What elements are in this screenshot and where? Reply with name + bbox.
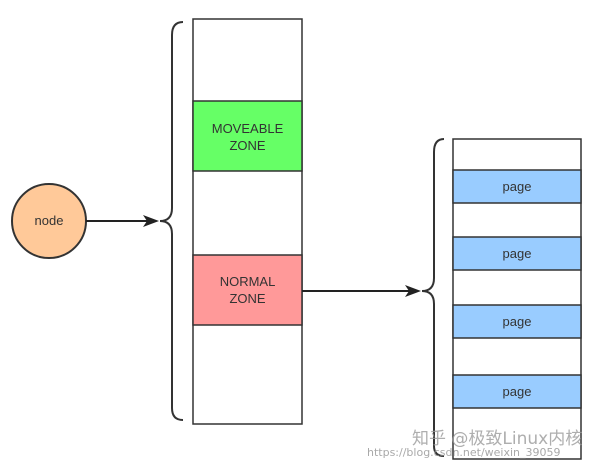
- zones-brace-icon: [159, 21, 184, 421]
- page-label: page: [503, 179, 532, 194]
- page-column: page page page page: [452, 138, 582, 460]
- page-box: [452, 374, 582, 409]
- page-label: page: [503, 384, 532, 399]
- page-box: [452, 304, 582, 339]
- page-box: [452, 236, 582, 271]
- zone-to-pages-arrow: [302, 285, 421, 297]
- zone-column: MOVEABLE ZONE NORMAL ZONE: [192, 18, 303, 425]
- node-label: node: [35, 213, 64, 228]
- moveable-zone-box: [192, 100, 303, 172]
- arrow-head-icon: [143, 215, 159, 227]
- zone-column-outline: [192, 18, 303, 425]
- normal-zone-label-line1: NORMAL: [220, 274, 276, 289]
- watermark: https://blog.csdn.net/weixin_39059 知乎 @极…: [367, 429, 582, 459]
- moveable-zone-label-line2: ZONE: [229, 138, 265, 153]
- moveable-zone-label-line1: MOVEABLE: [212, 121, 284, 136]
- node-group: node: [11, 183, 87, 259]
- node-to-zones-arrow: [86, 215, 159, 227]
- watermark-primary: 知乎 @极致Linux内核: [412, 429, 582, 449]
- arrow-head-icon: [405, 285, 421, 297]
- page-label: page: [503, 314, 532, 329]
- normal-zone-box: [192, 254, 303, 326]
- watermark-secondary: https://blog.csdn.net/weixin_39059: [367, 446, 561, 459]
- page-box: [452, 169, 582, 204]
- normal-zone-label-line2: ZONE: [229, 291, 265, 306]
- pages-brace-icon: [421, 138, 445, 457]
- page-label: page: [503, 246, 532, 261]
